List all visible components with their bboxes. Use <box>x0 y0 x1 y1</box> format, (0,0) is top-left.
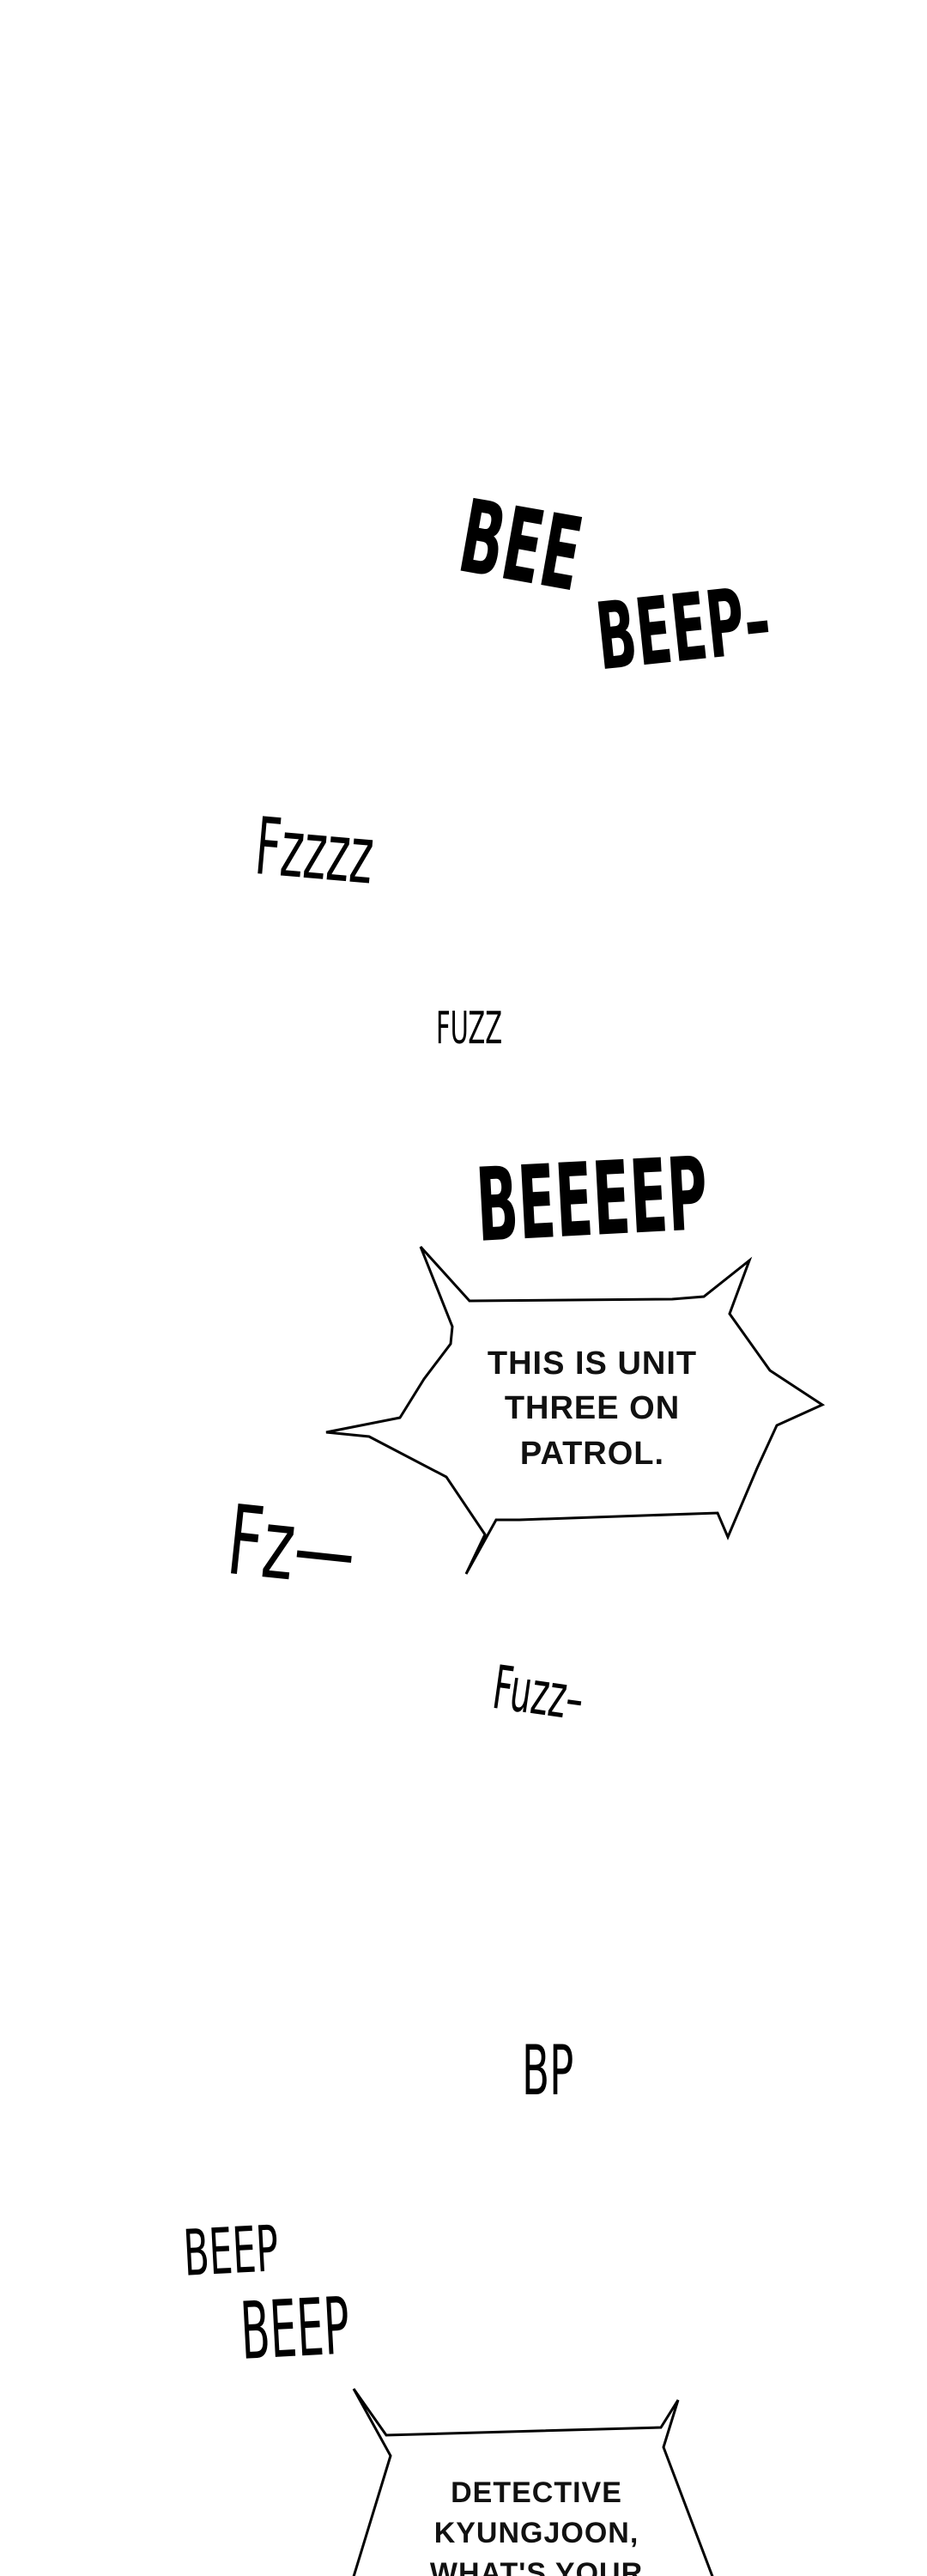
bubble-1-line: PATROL. <box>519 1435 665 1472</box>
bubble-2-text: DETECTIVE KYUNGJOON, WHAT'S YOUR <box>412 2473 661 2576</box>
sfx-bee: BEE <box>451 477 591 615</box>
sfx-fzzzz: Fzzzz <box>251 800 378 902</box>
spiky-bubble-2 <box>352 2388 714 2576</box>
bubble-2-line: DETECTIVE <box>451 2476 622 2509</box>
sfx-beep-dash: BEEP– <box>591 566 776 692</box>
sfx-beeeeep: BEEEEP <box>473 1133 711 1265</box>
sfx-bp: BP <box>522 2031 574 2111</box>
bubble-1-line: THREE ON <box>504 1390 681 1427</box>
spiky-bubble-1 <box>325 1245 826 1575</box>
bubble-1-text: THIS IS UNIT THREE ON PATROL. <box>464 1341 721 1476</box>
sfx-beep-2: BEEP <box>238 2280 352 2378</box>
bubble-2-line: WHAT'S YOUR <box>429 2556 644 2576</box>
sfx-beep-1: BEEP <box>181 2212 281 2291</box>
sfx-fuzz: FUZZ <box>436 1003 503 1054</box>
bubble-1-line: THIS IS UNIT <box>487 1346 698 1382</box>
bubble-2-line: KYUNGJOON, <box>433 2516 639 2549</box>
sfx-fuzz-dash: Fuzz– <box>488 1652 589 1735</box>
sfx-fz-dash: Fz— <box>222 1485 361 1609</box>
